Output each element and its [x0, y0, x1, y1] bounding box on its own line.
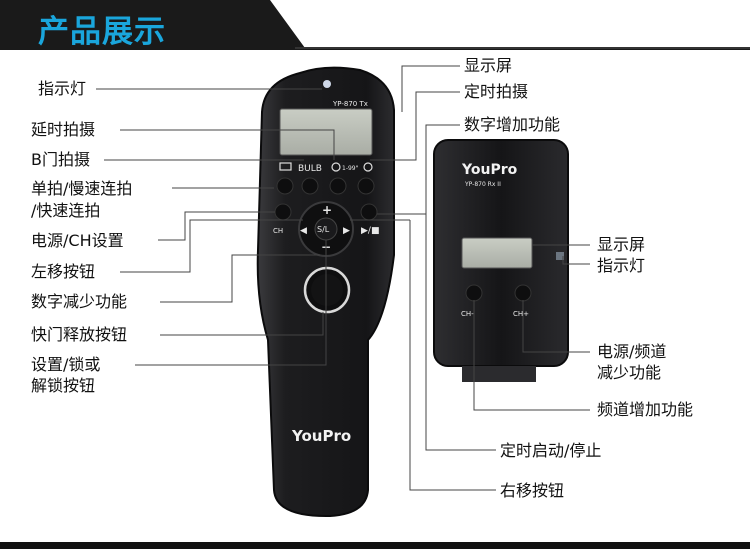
start-stop-button[interactable]: [360, 203, 378, 221]
label-single-burst-1: 单拍/慢速连拍: [31, 179, 133, 198]
page-title: 产品展示: [38, 14, 166, 50]
power-ch-button[interactable]: [274, 203, 292, 221]
timer-button[interactable]: [357, 177, 375, 195]
rx-ch-minus-label: CH-: [461, 310, 474, 318]
tx-lcd-screen: [279, 108, 373, 156]
label-right-move: 右移按钮: [500, 481, 565, 500]
callout-lines: [96, 65, 590, 491]
tx-brand-logo: YouPro: [291, 427, 351, 445]
label-lock-2: 解锁按钮: [31, 376, 96, 395]
header-bar: [0, 0, 750, 50]
label-rx-power-2: 减少功能: [597, 363, 662, 382]
label-delay-shot: 延时拍摄: [31, 120, 96, 139]
interval-icon: [363, 162, 373, 172]
left-arrow-icon: ◀: [300, 226, 307, 236]
label-power-ch: 电源/CH设置: [31, 231, 124, 250]
single-burst-button[interactable]: [276, 177, 294, 195]
label-display: 显示屏: [464, 56, 513, 75]
rx-lcd-screen: [461, 237, 533, 269]
bulb-button[interactable]: [301, 177, 319, 195]
right-arrow-icon: ▶: [343, 226, 350, 236]
set-lock-label: S/L: [317, 225, 330, 234]
indicator-led: [323, 80, 331, 88]
play-stop-icon: ▶/■: [361, 226, 379, 236]
label-shutter-release: 快门释放按钮: [31, 325, 128, 344]
timer-range-label: 1-99": [342, 165, 359, 172]
label-timer-start-stop: 定时启动/停止: [500, 441, 602, 460]
shutter-button[interactable]: [311, 274, 343, 306]
single-shot-icon: [279, 162, 292, 171]
label-channel-increase: 频道增加功能: [597, 400, 694, 419]
rx-indicator-led: [556, 252, 564, 260]
delay-button[interactable]: [329, 177, 347, 195]
label-indicator: 指示灯: [38, 79, 87, 98]
label-bulb-shot: B门拍摄: [31, 150, 90, 169]
timer-icon: [331, 162, 341, 172]
label-num-decrease: 数字减少功能: [31, 292, 128, 311]
rx-model-label: YP-870 Rx II: [464, 181, 501, 188]
label-single-burst-2: /快速连拍: [31, 201, 101, 220]
bottom-bar: [0, 542, 750, 549]
receiver-unit: YouPro YP-870 Rx II CH- CH+: [433, 139, 569, 382]
label-lock-1: 设置/锁或: [31, 355, 101, 374]
rx-ch-plus-label: CH+: [513, 310, 529, 318]
header-shape: [0, 0, 750, 50]
rx-ch-plus-button[interactable]: [514, 284, 532, 302]
label-num-increase: 数字增加功能: [464, 115, 561, 134]
label-rx-power-1: 电源/频道: [597, 342, 667, 361]
tx-model-label: YP-870 Tx: [332, 100, 368, 108]
power-ch-label: CH: [273, 227, 283, 235]
label-left-move: 左移按钮: [31, 262, 96, 281]
label-rx-indicator: 指示灯: [597, 256, 646, 275]
rx-brand-logo: YouPro: [461, 162, 518, 178]
rx-power-ch-minus-button[interactable]: [465, 284, 483, 302]
label-rx-display: 显示屏: [597, 235, 646, 254]
plus-icon: +: [322, 203, 332, 217]
label-timer-shot: 定时拍摄: [464, 82, 529, 101]
hot-shoe-foot: [462, 366, 536, 382]
bulb-icon-label: BULB: [298, 164, 322, 174]
